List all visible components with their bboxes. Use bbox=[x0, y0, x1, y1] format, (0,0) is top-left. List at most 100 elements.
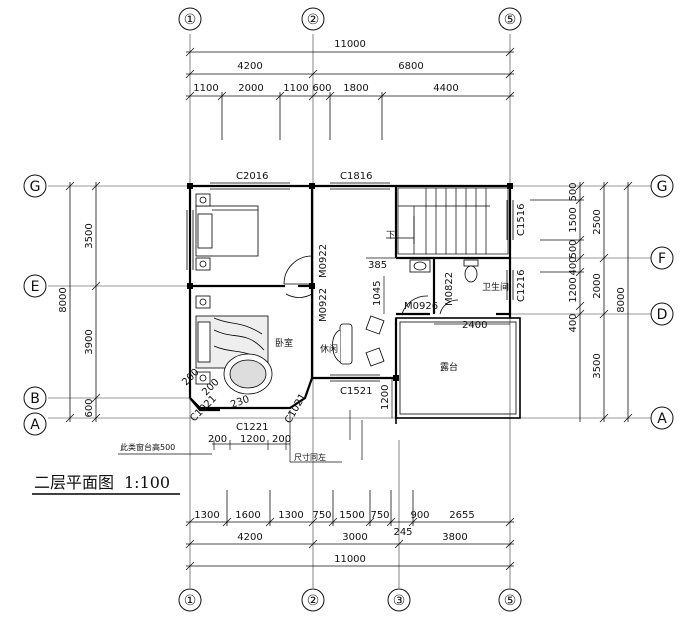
right-dimension-text: 500 1500 500 400 1200 400 2500 2000 3500… bbox=[568, 182, 627, 378]
column-markers bbox=[187, 183, 513, 381]
dim-top-mid: 4200 bbox=[237, 61, 262, 72]
room-label-bedroom: 卧室 bbox=[275, 337, 293, 349]
door-label: M0822 bbox=[444, 272, 455, 306]
axis-label-top-5: ⑤ bbox=[504, 12, 517, 28]
dim-right-mid: 3500 bbox=[592, 353, 603, 378]
axis-bubble-right-g bbox=[650, 174, 674, 198]
dim-right-mid: 2500 bbox=[592, 209, 603, 234]
axis-labels: ① ② ⑤ ① ② ③ ⑤ G E B A G F D A bbox=[30, 12, 668, 609]
dim-bottom-detail: 1300 bbox=[278, 510, 303, 521]
dim-interior: 200 bbox=[272, 434, 291, 445]
axis-label-bottom-2: ② bbox=[307, 593, 320, 609]
axis-bubble-bottom-1 bbox=[178, 588, 202, 612]
door-labels: M0922 M0922 M0926 M0822 bbox=[318, 244, 455, 322]
interior-dimension-lines bbox=[118, 257, 510, 463]
axis-label-bottom-1: ① bbox=[184, 593, 197, 609]
dim-top-detail: 1100 bbox=[193, 83, 218, 94]
room-label-terrace: 露台 bbox=[440, 361, 458, 373]
axis-bubble-right-f bbox=[650, 246, 674, 270]
dim-left-inner: 600 bbox=[84, 398, 95, 417]
dim-interior: 1045 bbox=[372, 281, 383, 306]
door-label: M0922 bbox=[318, 244, 329, 278]
top-dimension-text: 11000 4200 6800 1100 2000 1100 600 1800 … bbox=[193, 39, 458, 94]
left-dimension-lines bbox=[65, 181, 101, 423]
axis-bubble-left-g bbox=[23, 174, 47, 198]
drawing-scale: 1:100 bbox=[124, 473, 170, 492]
axis-bubble-right-a bbox=[650, 406, 674, 430]
stair-direction-label: 下 bbox=[386, 231, 395, 241]
axis-bubble-top-1 bbox=[178, 7, 202, 31]
drawing-title-block: 二层平面图 1:100 bbox=[32, 473, 180, 495]
dim-bottom-detail: 1600 bbox=[235, 510, 260, 521]
dim-right-inner: 1500 bbox=[568, 207, 579, 232]
dim-bottom-detail: 1300 bbox=[194, 510, 219, 521]
axis-bubble-left-e bbox=[23, 274, 47, 298]
stair bbox=[386, 187, 509, 255]
window-label: C1516 bbox=[516, 204, 527, 236]
room-label-leisure: 休闲 bbox=[320, 343, 338, 355]
axis-label-right-d: D bbox=[657, 307, 668, 323]
bathroom-fixtures bbox=[409, 259, 479, 283]
axis-label-bottom-3: ③ bbox=[393, 593, 406, 609]
axis-bubble-bottom-5 bbox=[498, 588, 522, 612]
dim-interior: 1200 bbox=[380, 385, 391, 410]
dim-top-mid: 6800 bbox=[398, 61, 423, 72]
door-label: M0926 bbox=[404, 301, 438, 312]
notes: 此类窗台高500 尺寸同左 bbox=[120, 442, 326, 462]
bottom-dimension-lines bbox=[185, 490, 515, 571]
dim-interior: 385 bbox=[368, 260, 387, 271]
axis-bubbles bbox=[23, 7, 674, 612]
dim-bottom-detail: 2655 bbox=[449, 510, 474, 521]
axis-label-right-a: A bbox=[657, 411, 667, 427]
dim-right-inner: 400 bbox=[568, 256, 579, 275]
dim-interior: 2400 bbox=[462, 320, 487, 331]
axis-bubble-bottom-2 bbox=[301, 588, 325, 612]
toilet-bowl-icon bbox=[464, 265, 478, 283]
window-label: C1521 bbox=[340, 386, 372, 397]
dim-right-inner: 500 bbox=[568, 182, 579, 201]
doors bbox=[283, 255, 459, 315]
dim-bottom-detail: 750 bbox=[312, 510, 331, 521]
dim-bottom-detail: 1500 bbox=[339, 510, 364, 521]
dim-right-mid: 2000 bbox=[592, 273, 603, 298]
left-dimension-text: 8000 3500 3900 600 bbox=[58, 223, 95, 417]
dim-bottom-mid: 3800 bbox=[442, 532, 467, 543]
window-label: C1221 bbox=[236, 422, 268, 433]
dim-top-detail: 2000 bbox=[238, 83, 263, 94]
door-label: M0922 bbox=[318, 288, 329, 322]
window-label: C1216 bbox=[516, 270, 527, 302]
dim-left-inner: 3500 bbox=[84, 223, 95, 248]
bed-top-icon bbox=[195, 193, 259, 271]
window-label: C2016 bbox=[236, 171, 268, 182]
top-dimension-lines bbox=[185, 47, 515, 140]
dim-right-outer: 8000 bbox=[616, 287, 627, 312]
axis-label-top-2: ② bbox=[307, 12, 320, 28]
leisure-furniture-icon bbox=[332, 315, 385, 367]
toilet-tank-icon bbox=[463, 259, 479, 267]
room-labels: 卧室 休闲 卫生间 露台 下 bbox=[275, 231, 509, 373]
drawing-title: 二层平面图 bbox=[34, 473, 114, 492]
windows bbox=[186, 182, 514, 382]
dim-right-inner: 1200 bbox=[568, 277, 579, 302]
axis-label-left-g: G bbox=[30, 179, 41, 195]
dim-right-inner: 400 bbox=[568, 313, 579, 332]
axis-label-bottom-5: ⑤ bbox=[504, 593, 517, 609]
axis-bubble-bottom-3 bbox=[387, 588, 411, 612]
axis-bubble-top-5 bbox=[498, 7, 522, 31]
note-sill-height: 此类窗台高500 bbox=[120, 442, 175, 452]
dim-bottom-detail: 750 bbox=[370, 510, 389, 521]
dim-top-detail: 600 bbox=[312, 83, 331, 94]
note-same-as-left: 尺寸同左 bbox=[294, 452, 326, 462]
dim-top-total: 11000 bbox=[334, 39, 366, 50]
axis-label-right-f: F bbox=[658, 251, 666, 267]
axis-bubble-left-a bbox=[23, 412, 47, 436]
right-dimension-lines bbox=[530, 181, 633, 423]
dim-interior: 200 bbox=[180, 367, 201, 388]
axis-bubble-left-b bbox=[23, 386, 47, 410]
axis-label-top-1: ① bbox=[184, 12, 197, 28]
dim-left-outer: 8000 bbox=[58, 287, 69, 312]
axis-label-left-e: E bbox=[31, 279, 40, 295]
dim-bottom-detail: 900 bbox=[410, 510, 429, 521]
terrace-outline bbox=[395, 317, 521, 424]
